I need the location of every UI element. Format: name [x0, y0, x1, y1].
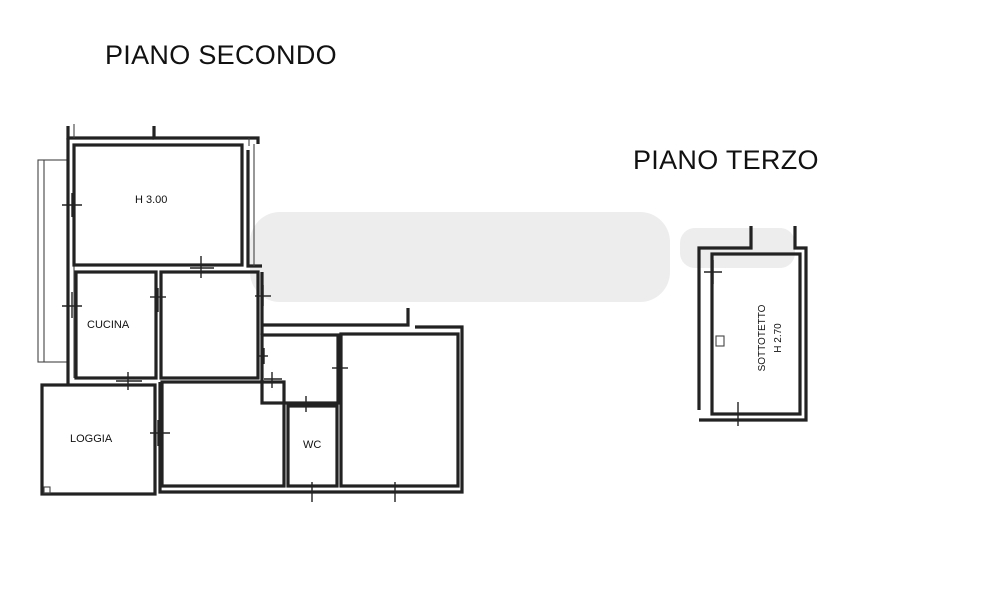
- balcony-strip: [37, 159, 69, 363]
- top-walls: [66, 124, 260, 146]
- room-bedroom-large: [158, 325, 464, 494]
- room-kitchen-label: CUCINA: [87, 319, 130, 331]
- corridor-upper: [246, 144, 262, 268]
- openings-second-floor: [62, 193, 409, 502]
- room-hall: [159, 270, 260, 380]
- room-main-height: H 3.00: [135, 194, 167, 206]
- room-landing: [260, 272, 410, 405]
- room-attic-label: SOTTOTETTO: [757, 304, 768, 371]
- room-wc: WC: [286, 404, 339, 488]
- room-loggia-label: LOGGIA: [70, 433, 113, 445]
- room-bedroom-small: [160, 380, 286, 488]
- room-loggia: LOGGIA: [40, 383, 157, 496]
- room-wc-label: WC: [303, 439, 321, 451]
- second-floor-plan: H 3.00 CUCINA LOGGIA: [37, 124, 464, 502]
- third-floor-plan: SOTTOTETTO H 2.70: [697, 226, 808, 426]
- second-floor-title: PIANO SECONDO: [105, 40, 337, 70]
- room-attic-height: H 2.70: [773, 323, 784, 353]
- room-kitchen: CUCINA: [74, 270, 158, 380]
- room-main: H 3.00: [72, 143, 244, 267]
- third-floor-title: PIANO TERZO: [633, 145, 819, 175]
